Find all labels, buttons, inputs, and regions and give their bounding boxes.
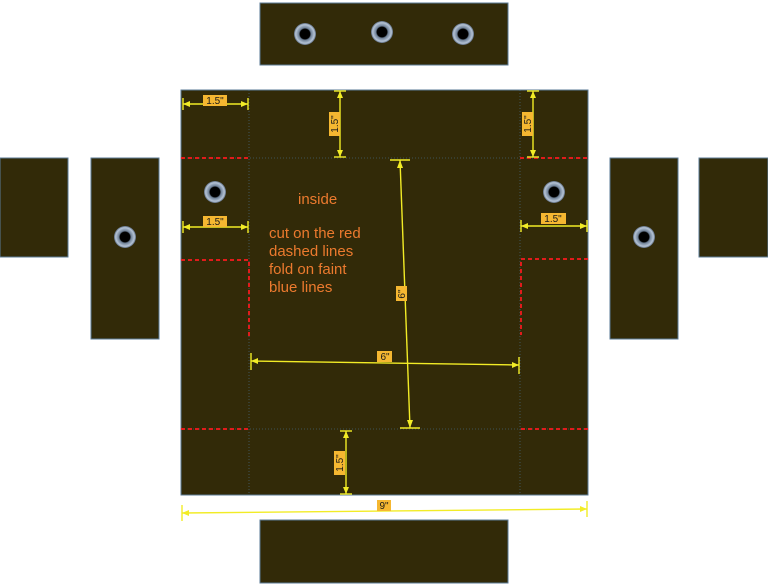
grommet-icon (452, 23, 474, 45)
top-left-width-label: 1.5" (206, 96, 224, 107)
far-right-flap (698, 157, 768, 258)
inner-height-label: 6" (397, 289, 408, 299)
instruction-line-1: cut on the red (269, 225, 361, 242)
far-left-flap (0, 157, 69, 258)
top-left-height-label: 1.5" (330, 115, 341, 133)
left-flap (90, 157, 160, 340)
bottom-height-label: 1.5" (335, 454, 346, 472)
overall-width-label: 9" (379, 501, 389, 512)
grommet-icon (371, 21, 393, 43)
instruction-line-2: dashed lines (269, 243, 353, 260)
grommets (114, 21, 655, 248)
mid-right-width-label: 1.5" (544, 214, 562, 225)
instruction-line-4: blue lines (269, 279, 332, 296)
main-sheet (180, 89, 589, 496)
title-text: inside (298, 191, 337, 208)
mid-left-width-label: 1.5" (206, 217, 224, 228)
grommet-icon (294, 23, 316, 45)
notes: inside cut on the red dashed lines fold … (269, 191, 361, 296)
right-flap (609, 157, 679, 340)
cut-lines (181, 157, 588, 430)
grommet-icon (633, 226, 655, 248)
grommet-icon (543, 181, 565, 203)
top-right-height-label: 1.5" (523, 115, 534, 133)
grommet-icon (204, 181, 226, 203)
inner-width-label: 6" (380, 352, 390, 363)
grommet-icon (114, 226, 136, 248)
dimension-labels: 1.5" 1.5" 1.5" 1.5" 1.5" 6" 6" 1.5" 9" (203, 95, 566, 512)
instruction-line-3: fold on faint (269, 261, 347, 278)
bottom-flap (259, 519, 509, 584)
